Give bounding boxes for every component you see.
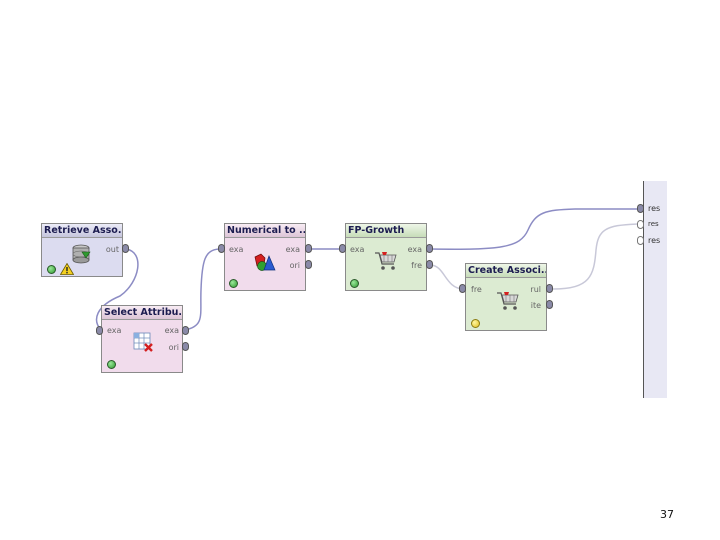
result-port-label-1: res (648, 204, 661, 213)
page-number: 37 (660, 508, 674, 521)
port-label-exa-in: exa (107, 326, 122, 335)
port-label-exa-out: exa (285, 245, 300, 254)
database-retrieve-icon (72, 244, 91, 264)
operator-retrieve[interactable]: Retrieve Asso... out (41, 223, 123, 277)
warning-icon (60, 263, 74, 275)
operator-numerical-title: Numerical to ... (225, 224, 305, 238)
status-led (107, 360, 116, 369)
process-results-panel (643, 181, 667, 398)
numerical-in-port[interactable] (218, 244, 225, 253)
status-led (350, 279, 359, 288)
create-ite-out-port[interactable] (546, 300, 553, 309)
shopping-cart-icon (375, 252, 397, 270)
select-exa-out-port[interactable] (182, 326, 189, 335)
port-label-out: out (105, 245, 119, 254)
port-label-ite-out: ite (530, 301, 541, 310)
select-attributes-icon (133, 332, 153, 352)
port-label-exa-out: exa (164, 326, 179, 335)
status-led (229, 279, 238, 288)
port-label-ori-out: ori (289, 261, 300, 270)
wire-fpgrowth-to-results (430, 208, 638, 250)
result-port-label-3: res (648, 236, 661, 245)
operator-select-attributes[interactable]: Select Attribu... exa exa ori (101, 305, 183, 373)
wire-create-to-results (552, 223, 639, 290)
status-led-warning (471, 319, 480, 328)
status-led (47, 265, 56, 274)
operator-retrieve-title: Retrieve Asso... (42, 224, 122, 238)
port-label-ori-out: ori (168, 343, 179, 352)
fpgrowth-exa-out-port[interactable] (426, 244, 433, 253)
shopping-cart-icon (497, 292, 519, 310)
operator-create-title: Create Associ... (466, 264, 546, 278)
port-label-exa-out: exa (407, 245, 422, 254)
port-label-exa-in: exa (229, 245, 244, 254)
select-ori-out-port[interactable] (182, 342, 189, 351)
port-label-fre-out: fre (411, 261, 422, 270)
fpgrowth-fre-out-port[interactable] (426, 260, 433, 269)
result-port-3[interactable] (637, 236, 644, 245)
shapes-convert-icon (254, 253, 276, 271)
operator-fp-growth[interactable]: FP-Growth exa exa fre (345, 223, 427, 291)
operator-create-association-rules[interactable]: Create Associ... fre rul ite (465, 263, 547, 331)
wire-select-to-numerical (184, 248, 220, 331)
operator-fpgrowth-title: FP-Growth (346, 224, 426, 238)
select-in-port[interactable] (96, 326, 103, 335)
result-port-2[interactable] (637, 220, 644, 229)
create-fre-in-port[interactable] (459, 284, 466, 293)
result-port-1[interactable] (637, 204, 644, 213)
numerical-exa-out-port[interactable] (305, 244, 312, 253)
numerical-ori-out-port[interactable] (305, 260, 312, 269)
port-label-fre-in: fre (471, 285, 482, 294)
port-label-rul-out: rul (530, 285, 541, 294)
retrieve-out-port[interactable] (122, 244, 129, 253)
result-port-label-2: res (648, 220, 659, 228)
port-label-exa-in: exa (350, 245, 365, 254)
fpgrowth-in-port[interactable] (339, 244, 346, 253)
create-rul-out-port[interactable] (546, 284, 553, 293)
operator-select-title: Select Attribu... (102, 306, 182, 320)
operator-numerical-to[interactable]: Numerical to ... exa exa ori (224, 223, 306, 291)
